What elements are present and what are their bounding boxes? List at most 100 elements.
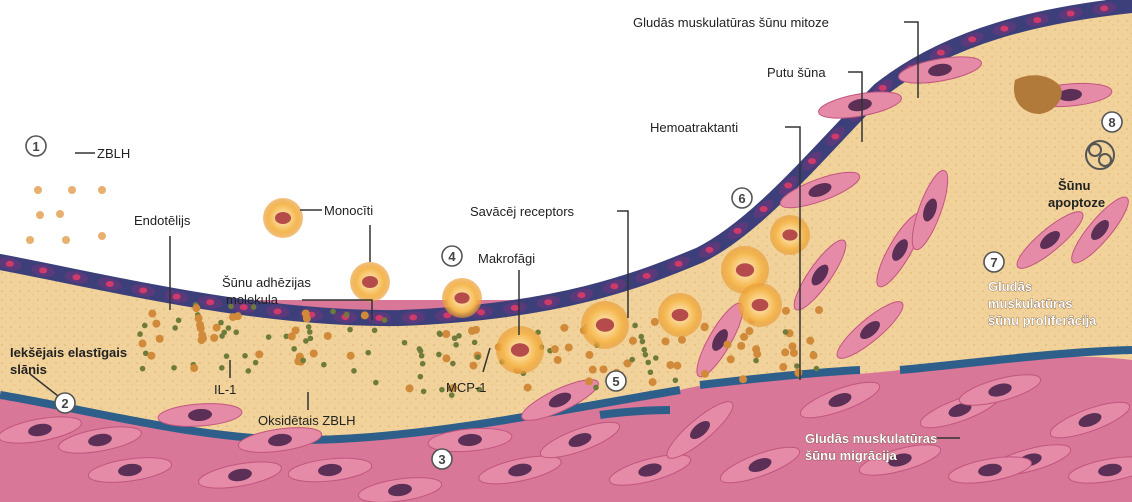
endothelial-nucleus-core (643, 273, 651, 279)
ldl-particle (442, 354, 450, 362)
label-hemoatraktanti: Hemoatraktanti (650, 120, 738, 135)
chemokine-dot (242, 353, 248, 359)
chemokine-dot (291, 346, 297, 352)
chemokine-dot (382, 317, 388, 323)
label-savaceji: Savācēj receptors (470, 204, 575, 219)
ldl-particle (662, 337, 670, 345)
chemokine-dot (300, 358, 306, 364)
label-adhezijas-2: molekula (226, 292, 279, 307)
label-apoptoze-1: Šūnu (1058, 178, 1091, 193)
endothelial-nucleus-core (675, 261, 683, 267)
ldl-particle (753, 350, 761, 358)
ldl-particle (139, 340, 147, 348)
chemokine-dot (593, 385, 599, 391)
macrophage-cell (581, 301, 629, 349)
label-makrofagi: Makrofāgi (478, 251, 535, 266)
chemokine-dot (632, 323, 638, 329)
ldl-particle (701, 323, 709, 331)
ldl-particle (190, 364, 198, 372)
chemokine-dot (221, 330, 227, 336)
chemokine-dot (640, 339, 646, 345)
ldl-particle (781, 348, 789, 356)
macrophage-cell (658, 293, 702, 337)
endothelial-nucleus-core (1067, 11, 1075, 17)
svg-text:7: 7 (990, 255, 997, 270)
endothelial-nucleus-core (831, 133, 839, 139)
chemokine-dot (439, 387, 445, 393)
ldl-particle (737, 342, 745, 350)
chemokine-dot (140, 366, 146, 372)
chemokine-dot (344, 312, 350, 318)
endothelial-nucleus-core (705, 247, 713, 253)
macrophage-cell (738, 283, 782, 327)
marker-4: 4 (442, 246, 462, 266)
chemokine-dot (753, 358, 759, 364)
chemokine-dot (437, 331, 443, 337)
endothelial-nucleus-core (610, 283, 618, 289)
label-apoptoze-2: apoptoze (1048, 195, 1105, 210)
chemokine-dot (418, 374, 424, 380)
label-zblh: ZBLH (97, 146, 130, 161)
endothelial-nucleus-core (1000, 26, 1008, 32)
label-migr-2: šūnu migrācija (805, 448, 898, 463)
chemokine-dot (794, 363, 800, 369)
ldl-particle (195, 314, 203, 322)
label-adhezijas-1: Šūnu adhēzijas (222, 275, 311, 290)
chemokine-dot (330, 309, 336, 315)
ldl-particle (589, 366, 597, 374)
svg-text:3: 3 (438, 452, 445, 467)
label-mitoze: Gludās muskulatūras šūnu mitoze (633, 15, 829, 30)
marker-8: 8 (1102, 112, 1122, 132)
chemokine-dot (452, 335, 458, 341)
endothelial-nucleus-core (734, 228, 742, 234)
endothelial-nucleus-core (139, 288, 147, 294)
endothelial-nucleus-core (274, 308, 282, 314)
ldl-particle (551, 345, 559, 353)
chemokine-dot (218, 320, 224, 326)
svg-text:5: 5 (612, 374, 619, 389)
svg-text:6: 6 (738, 191, 745, 206)
endothelial-nucleus-core (1100, 5, 1108, 11)
ldl-particle (666, 361, 674, 369)
ldl-particle (310, 349, 318, 357)
chemokine-dot (419, 353, 425, 359)
ldl-particle (727, 355, 735, 363)
chemokine-dot (639, 334, 645, 340)
chemokine-dot (372, 327, 378, 333)
endothelial-nucleus-core (6, 261, 14, 267)
ldl-particle (255, 350, 263, 358)
chemokine-dot (453, 342, 459, 348)
endothelial-nucleus-core (1033, 17, 1041, 23)
ldl-particle (701, 370, 709, 378)
ldl-particle (147, 352, 155, 360)
label-endotelijs: Endotēlijs (134, 213, 191, 228)
chemokine-dot (142, 323, 148, 329)
chemokine-dot (421, 389, 427, 395)
chemokine-dot (347, 327, 353, 333)
macrophage-cell (442, 278, 482, 318)
chemokine-dot (224, 353, 230, 359)
ldl-particle (152, 320, 160, 328)
chemokine-dot (365, 350, 371, 356)
label-iekseja-1: Iekšējais elastīgais (10, 345, 127, 360)
ldl-particle (234, 312, 242, 320)
ldl-particle (585, 351, 593, 359)
ldl-particle (794, 369, 802, 377)
chemokine-dot (402, 340, 408, 346)
ldl-particle (210, 334, 218, 342)
chemokine-dot (321, 362, 327, 368)
label-iekseja-2: slānis (10, 362, 47, 377)
ldl-particle (347, 352, 355, 360)
endothelial-nucleus-core (106, 281, 114, 287)
ldl-particle (673, 362, 681, 370)
ldl-particle (815, 306, 823, 314)
ldl-particle (554, 356, 562, 364)
monocyte-adhering (350, 262, 390, 302)
label-putu: Putu šūna (767, 65, 826, 80)
label-prolif-2: muskulatūras (988, 296, 1073, 311)
chemokine-dot (783, 329, 789, 335)
chemokine-dot (420, 361, 426, 367)
ldl-particle (782, 307, 790, 315)
ldl-particle (303, 315, 311, 323)
